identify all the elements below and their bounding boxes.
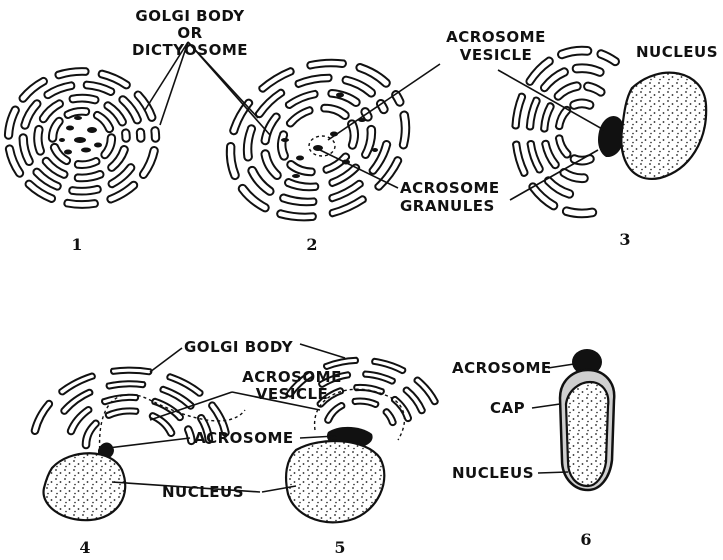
golgi-cisterna bbox=[83, 421, 99, 449]
stage-2-vesicle bbox=[309, 136, 335, 156]
label-acrosome-granules-2: GRANULES bbox=[400, 197, 495, 215]
golgi-cisterna bbox=[555, 82, 581, 99]
golgi-cisterna bbox=[560, 169, 587, 182]
label-dictyosome: DICTYOSOME bbox=[132, 41, 248, 59]
golgi-cisterna bbox=[277, 210, 316, 220]
golgi-cisterna bbox=[400, 112, 409, 149]
label-acrosome-vesicle-bottom-1: ACROSOME bbox=[242, 368, 342, 386]
golgi-cisterna bbox=[573, 64, 604, 76]
label-acrosome-vesicle-top-1: ACROSOME bbox=[446, 28, 546, 46]
stage-number-5: 5 bbox=[334, 538, 345, 557]
golgi-cisterna bbox=[278, 131, 288, 159]
label-golgi-body: GOLGI BODY bbox=[135, 7, 245, 25]
label-acrosome-vesicle-top-2: VESICLE bbox=[460, 46, 533, 64]
golgi-cisterna bbox=[325, 403, 344, 423]
golgi-cisterna bbox=[384, 409, 396, 425]
golgi-cisterna bbox=[558, 47, 591, 59]
golgi-cisterna bbox=[287, 107, 313, 126]
golgi-cisterna bbox=[556, 135, 571, 157]
golgi-cisterna bbox=[597, 50, 619, 65]
golgi-cisterna bbox=[261, 150, 280, 179]
stage-6-nucleus bbox=[566, 382, 608, 486]
label-nucleus-top: NUCLEUS bbox=[636, 43, 718, 61]
golgi-cisterna bbox=[32, 401, 52, 434]
golgi-cisterna bbox=[64, 200, 97, 208]
golgi-cisterna bbox=[140, 147, 158, 178]
golgi-cisterna bbox=[321, 105, 348, 119]
label-nucleus-bottom: NUCLEUS bbox=[162, 483, 244, 501]
stage-number-6: 6 bbox=[580, 530, 591, 549]
label-golgi-body-bottom: GOLGI BODY bbox=[184, 338, 294, 356]
golgi-cisterna bbox=[286, 91, 318, 108]
golgi-cisterna bbox=[513, 142, 527, 176]
stage-number-3: 3 bbox=[619, 230, 630, 249]
golgi-cisterna bbox=[137, 129, 145, 142]
stage-4-nucleus bbox=[44, 453, 126, 520]
golgi-cisterna bbox=[111, 368, 151, 375]
stage-number-2: 2 bbox=[306, 235, 317, 254]
stage-2-golgi-cell bbox=[227, 60, 409, 221]
golgi-cisterna bbox=[70, 95, 99, 104]
golgi-cisterna bbox=[106, 408, 139, 417]
golgi-cisterna bbox=[94, 112, 113, 132]
golgi-cisterna bbox=[541, 103, 554, 131]
golgi-cisterna bbox=[227, 143, 239, 179]
golgi-cisterna bbox=[542, 141, 559, 168]
golgi-cisterna bbox=[75, 158, 100, 168]
golgi-cisterna bbox=[512, 94, 525, 129]
golgi-cisterna bbox=[244, 125, 255, 160]
golgi-cisterna bbox=[75, 171, 104, 181]
label-acrosome-granules-1: ACROSOME bbox=[400, 179, 500, 197]
label-nucleus-stage6: NUCLEUS bbox=[452, 464, 534, 482]
label-cap: CAP bbox=[490, 399, 525, 417]
stage-3-nucleus bbox=[621, 73, 706, 179]
golgi-cisterna bbox=[5, 107, 19, 139]
golgi-cisterna bbox=[49, 118, 63, 142]
golgi-cisterna bbox=[584, 83, 604, 96]
golgi-cisterna bbox=[328, 90, 359, 106]
golgi-cisterna bbox=[21, 100, 40, 128]
label-acrosome-bottom: ACROSOME bbox=[194, 429, 294, 447]
golgi-cisterna bbox=[20, 78, 47, 102]
golgi-cisterna bbox=[84, 82, 115, 95]
golgi-cisterna bbox=[151, 127, 159, 142]
golgi-cisterna bbox=[122, 129, 130, 141]
golgi-cisterna bbox=[353, 399, 379, 407]
stage-1-granules bbox=[59, 116, 102, 155]
golgi-cisterna bbox=[34, 126, 44, 155]
stage-number-4: 4 bbox=[79, 538, 90, 557]
golgi-cisterna bbox=[256, 90, 284, 117]
golgi-cisterna bbox=[107, 381, 146, 388]
golgi-cisterna bbox=[19, 134, 32, 165]
stage-number-1: 1 bbox=[71, 235, 82, 254]
golgi-cisterna bbox=[55, 68, 88, 78]
golgi-cisterna bbox=[363, 372, 395, 384]
label-acrosome-stage6: ACROSOME bbox=[452, 359, 552, 377]
stage-5-nucleus bbox=[286, 441, 384, 522]
golgi-cisterna bbox=[528, 141, 543, 172]
golgi-cisterna bbox=[563, 207, 596, 217]
golgi-cisterna bbox=[307, 60, 346, 69]
golgi-cisterna bbox=[280, 195, 316, 206]
golgi-cisterna bbox=[570, 100, 593, 109]
label-or: OR bbox=[177, 24, 202, 42]
golgi-cisterna bbox=[101, 134, 115, 158]
golgi-cisterna bbox=[527, 98, 540, 130]
label-acrosome-vesicle-bottom-2: VESICLE bbox=[256, 385, 329, 403]
golgi-cisterna bbox=[372, 359, 405, 373]
golgi-cisterna bbox=[296, 75, 332, 87]
golgi-cisterna bbox=[362, 126, 375, 158]
golgi-cisterna bbox=[287, 161, 314, 175]
golgi-cisterna bbox=[285, 179, 318, 190]
golgi-cisterna bbox=[259, 68, 293, 92]
golgi-cisterna bbox=[69, 186, 100, 195]
